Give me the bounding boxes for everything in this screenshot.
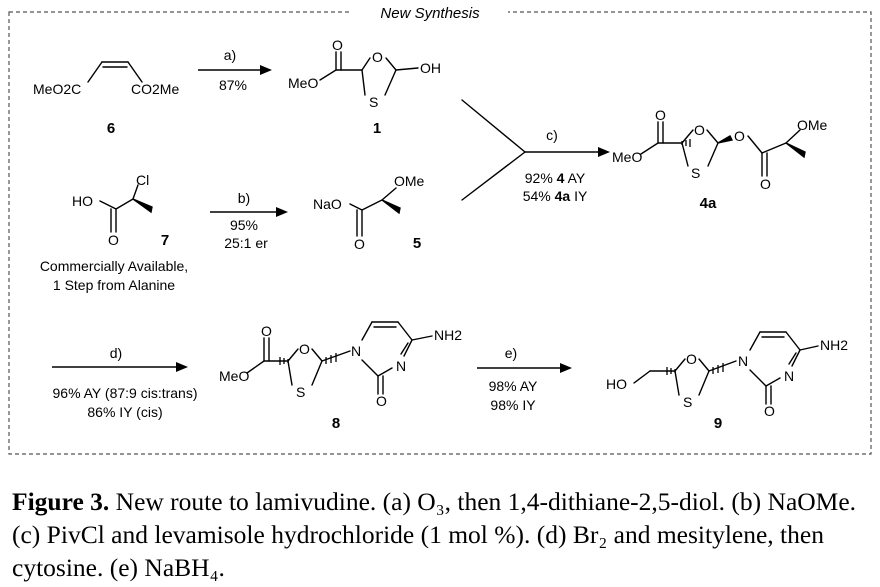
c1-hydroxyl: OH — [420, 60, 441, 76]
svg-text:N: N — [396, 358, 406, 374]
caption-text: New route to lamivudine. (a) O₃, then 1,… — [12, 487, 857, 582]
step-d-line2: 86% IY (cis) — [87, 404, 162, 420]
figure-caption: Figure 3. New route to lamivudine. (a) O… — [12, 485, 878, 584]
scheme-title: New Synthesis — [380, 5, 480, 22]
svg-text:NH2: NH2 — [434, 327, 462, 343]
svg-text:N: N — [738, 353, 748, 369]
step-e-label: e) — [505, 345, 517, 361]
step-b-label: b) — [238, 190, 250, 206]
svg-text:S: S — [683, 394, 692, 410]
step-d-label: d) — [110, 345, 122, 361]
svg-text:OMe: OMe — [394, 173, 425, 189]
step-b-yield: 95% — [230, 217, 258, 233]
caption-lead: Figure 3. — [12, 487, 110, 516]
c7-note-line1: Commercially Available, — [40, 258, 188, 274]
svg-text:HO: HO — [72, 193, 93, 209]
step-b-er: 25:1 er — [224, 235, 268, 251]
svg-text:O: O — [372, 49, 383, 65]
svg-text:HO: HO — [606, 376, 627, 392]
svg-text:O: O — [261, 323, 272, 339]
c6-label: 6 — [107, 120, 115, 137]
svg-text:NH2: NH2 — [820, 337, 848, 353]
c9-label: 9 — [714, 415, 722, 432]
c6-left-ester: MeO2C — [33, 81, 81, 97]
svg-text:N: N — [784, 368, 794, 384]
svg-text:S: S — [296, 384, 305, 400]
step-d-line1: 96% AY (87:9 cis:trans) — [53, 385, 198, 401]
step-c-line2: 54% 4a IY — [523, 188, 588, 204]
c1-label: 1 — [373, 120, 381, 137]
svg-text:O: O — [686, 351, 697, 367]
svg-text:O: O — [376, 393, 387, 409]
svg-text:S: S — [369, 94, 378, 110]
svg-text:N: N — [351, 343, 361, 359]
step-c-label: c) — [546, 127, 558, 143]
svg-text:Cl: Cl — [136, 172, 149, 188]
svg-text:O: O — [760, 176, 771, 192]
svg-text:MeO: MeO — [612, 149, 642, 165]
svg-text:NaO: NaO — [313, 196, 342, 212]
c4a-label: 4a — [700, 195, 717, 212]
svg-text:O: O — [655, 107, 666, 123]
c6-right-ester: CO2Me — [131, 81, 179, 97]
step-e-line1: 98% AY — [489, 378, 538, 394]
svg-text:OMe: OMe — [797, 117, 828, 133]
c1-ester: MeO — [288, 75, 318, 91]
svg-text:S: S — [691, 165, 700, 181]
svg-text:O: O — [354, 236, 365, 252]
svg-text:O: O — [299, 341, 310, 357]
svg-text:O: O — [764, 403, 775, 419]
svg-text:O: O — [332, 37, 343, 53]
step-a-label: a) — [224, 47, 236, 63]
c8-label: 8 — [332, 415, 340, 432]
c7-note-line2: 1 Step from Alanine — [53, 277, 175, 293]
svg-text:O: O — [734, 128, 745, 144]
svg-text:O: O — [108, 232, 119, 248]
synthesis-scheme: New Synthesis — [8, 5, 872, 455]
svg-text:O: O — [694, 122, 705, 138]
step-c-line1: 92% 4 AY — [525, 170, 586, 186]
step-e-line2: 98% IY — [490, 397, 536, 413]
svg-text:MeO: MeO — [219, 368, 249, 384]
c7-label: 7 — [161, 232, 169, 249]
step-a-yield: 87% — [219, 77, 247, 93]
c5-label: 5 — [413, 235, 421, 252]
